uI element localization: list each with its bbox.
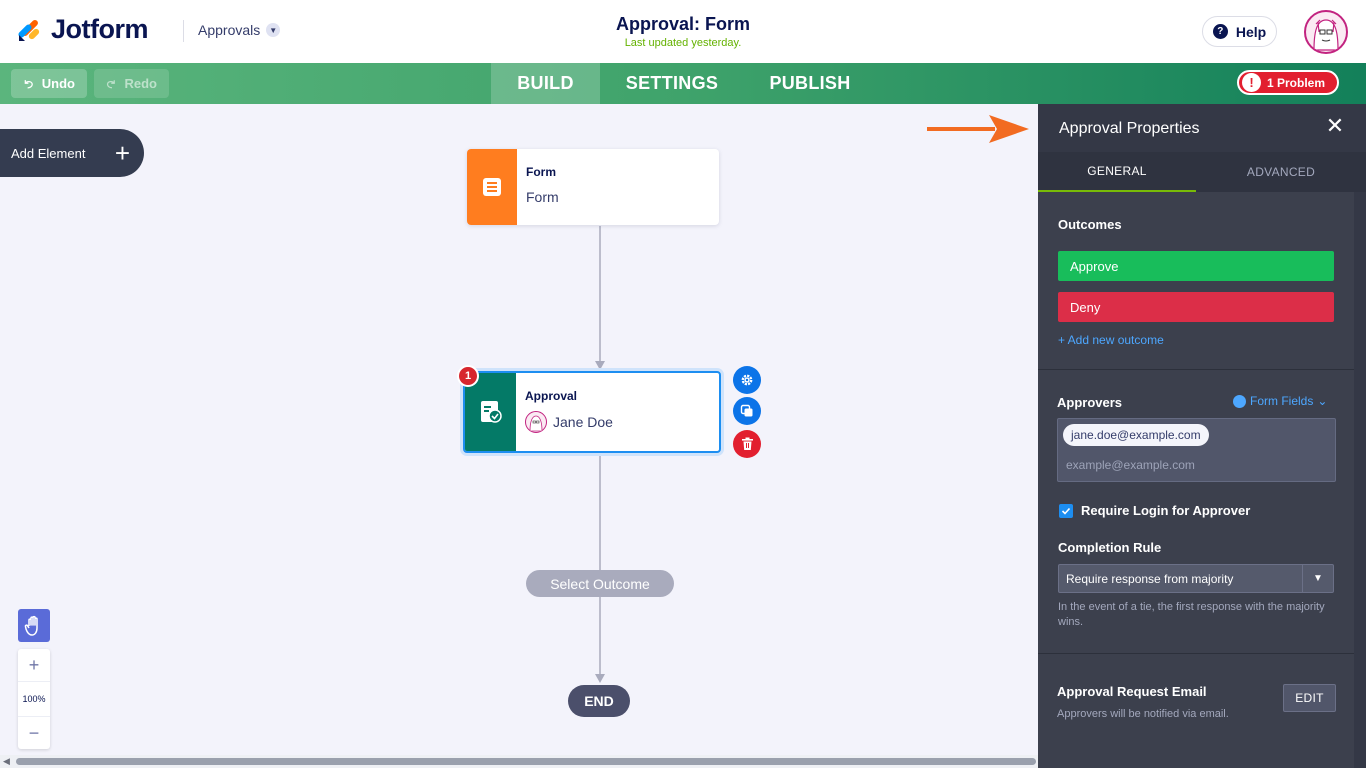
approver-chip[interactable]: jane.doe@example.com [1063, 424, 1209, 446]
jotform-logo[interactable]: Jotform [17, 14, 149, 45]
require-login-option[interactable]: Require Login for Approver [1059, 503, 1250, 518]
approver-placeholder: example@example.com [1066, 458, 1195, 472]
add-outcome-link[interactable]: + Add new outcome [1058, 333, 1164, 347]
zoom-in-button[interactable]: + [28, 654, 40, 675]
link-icon [1233, 394, 1246, 408]
chevron-down-icon: ⌄ [1317, 394, 1328, 408]
flow-connectors [595, 226, 605, 683]
caret-down-icon: ▼ [1302, 565, 1333, 592]
approvers-input[interactable]: jane.doe@example.com example@example.com [1057, 418, 1336, 482]
help-button[interactable]: ? Help [1202, 16, 1277, 47]
checkmark-icon [1061, 507, 1071, 515]
approval-email-hint: Approvers will be notified via email. [1057, 708, 1229, 720]
app-switcher-label: Approvals [198, 22, 261, 38]
top-header: Jotform Approvals ▼ Approval: Form Last … [0, 0, 1366, 63]
form-node[interactable]: Form Form [467, 149, 719, 225]
pan-tool-button[interactable] [18, 609, 50, 642]
form-node-type: Form [526, 165, 556, 179]
end-node: END [568, 685, 630, 717]
approval-properties-panel: Approval Properties ✕ GENERAL ADVANCED O… [1038, 104, 1366, 768]
assignee-name: Jane Doe [553, 414, 613, 430]
orange-pointer-arrow-icon [927, 115, 1029, 143]
select-outcome-button[interactable]: Select Outcome [526, 570, 674, 597]
document-icon [483, 178, 501, 196]
approval-node-icon-strip [465, 373, 516, 451]
outcomes-heading: Outcomes [1058, 217, 1122, 232]
scrollbar-thumb[interactable] [16, 758, 1036, 765]
user-avatar[interactable] [1304, 10, 1348, 54]
zoom-controls: + 100% − [18, 649, 50, 749]
builder-toolbar: Undo Redo BUILD SETTINGS PUBLISH [0, 63, 1366, 104]
canvas-horizontal-scrollbar[interactable]: ◀ [0, 755, 1038, 768]
undo-button[interactable]: Undo [11, 69, 87, 98]
question-icon: ? [1212, 24, 1228, 39]
section-divider [1038, 653, 1354, 654]
problem-label: 1 Problem [1267, 75, 1326, 90]
tab-settings[interactable]: SETTINGS [625, 73, 719, 93]
scroll-left-icon[interactable]: ◀ [3, 756, 10, 766]
tab-publish[interactable]: PUBLISH [769, 73, 851, 93]
approvers-heading: Approvers [1057, 395, 1123, 410]
completion-rule-hint: In the event of a tie, the first respons… [1058, 601, 1325, 628]
panel-scrollbar[interactable] [1354, 192, 1366, 768]
redo-button[interactable]: Redo [94, 69, 169, 98]
add-element-button[interactable]: Add Element + [0, 129, 144, 177]
approval-check-icon [480, 401, 502, 423]
tab-build[interactable]: BUILD [491, 63, 600, 104]
assignee-avatar [525, 411, 547, 433]
gear-icon [741, 374, 753, 386]
form-node-icon-strip [467, 149, 517, 225]
redo-label: Redo [124, 76, 158, 91]
undo-label: Undo [41, 76, 75, 91]
panel-title: Approval Properties [1059, 120, 1200, 137]
outcome-approve[interactable]: Approve [1058, 251, 1334, 281]
zoom-level: 100% [18, 681, 50, 717]
copy-icon [740, 404, 753, 417]
close-icon[interactable]: ✕ [1325, 113, 1345, 138]
redo-icon [106, 79, 115, 88]
section-divider [1038, 369, 1354, 370]
form-fields-label: Form Fields [1250, 394, 1314, 408]
plus-icon: + [114, 138, 130, 168]
form-node-name: Form [526, 189, 559, 205]
header-divider [183, 20, 184, 42]
alert-icon: ! [1242, 73, 1261, 92]
completion-rule-select[interactable]: Require response from majority ▼ [1058, 564, 1334, 593]
outcome-deny[interactable]: Deny [1058, 292, 1334, 322]
zoom-out-button[interactable]: − [28, 722, 40, 743]
node-settings-button[interactable] [733, 366, 761, 394]
node-duplicate-button[interactable] [733, 397, 761, 425]
require-login-checkbox[interactable] [1059, 503, 1073, 518]
problem-indicator-button[interactable]: ! 1 Problem [1237, 70, 1339, 95]
avatar-illustration-icon [1313, 19, 1339, 51]
help-label: Help [1235, 23, 1267, 40]
app-switcher[interactable]: Approvals ▼ [198, 22, 281, 38]
require-login-label: Require Login for Approver [1081, 503, 1251, 518]
error-count-badge: 1 [457, 365, 479, 387]
tab-advanced[interactable]: ADVANCED [1196, 152, 1366, 192]
panel-header: Approval Properties ✕ [1038, 104, 1366, 152]
approval-node-type: Approval [525, 389, 578, 403]
add-element-label: Add Element [11, 145, 86, 161]
form-fields-dropdown[interactable]: Form Fields ⌄ [1233, 394, 1327, 408]
hand-icon [24, 615, 38, 636]
jotform-logo-icon [18, 19, 40, 41]
approval-email-heading: Approval Request Email [1057, 684, 1207, 699]
undo-icon [24, 79, 33, 88]
approval-node[interactable]: Approval Jane Doe [463, 371, 721, 453]
logo-text: Jotform [51, 14, 149, 44]
completion-rule-heading: Completion Rule [1058, 540, 1162, 555]
chevron-down-icon: ▼ [266, 23, 281, 37]
trash-icon [741, 437, 753, 450]
node-delete-button[interactable] [733, 430, 761, 458]
completion-rule-value: Require response from majority [1066, 571, 1234, 586]
tab-general[interactable]: GENERAL [1038, 152, 1196, 192]
edit-email-button[interactable]: EDIT [1283, 684, 1336, 712]
